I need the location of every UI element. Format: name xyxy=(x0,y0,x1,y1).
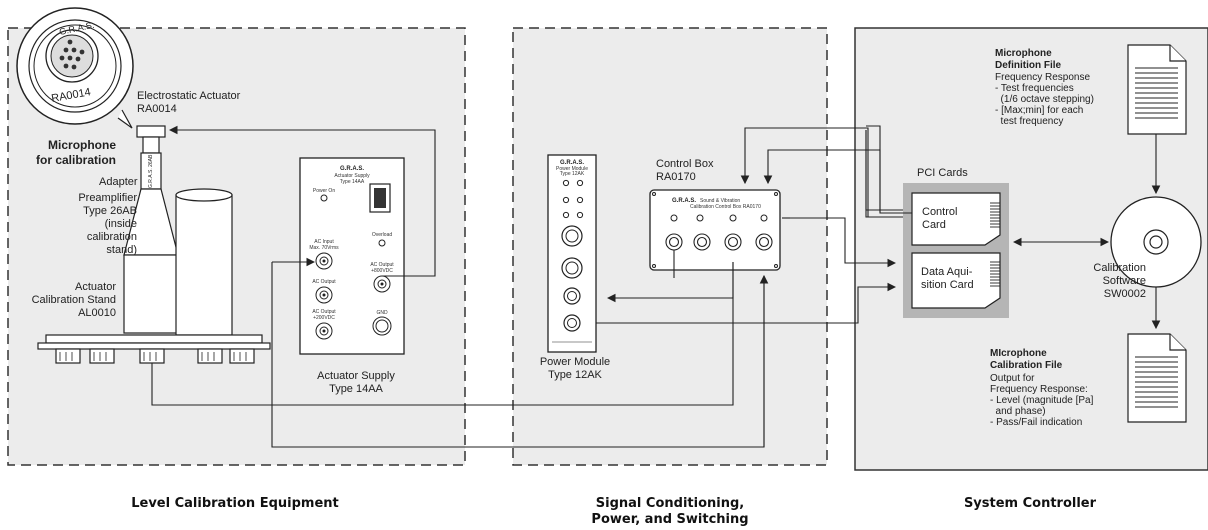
svg-text:Overload: Overload xyxy=(372,232,393,238)
calibration-software-label: Calibration Software SW0002 xyxy=(1093,262,1146,300)
calibration-stand-label: Actuator Calibration Stand AL0010 xyxy=(31,281,116,319)
svg-text:G.R.A.S.: G.R.A.S. xyxy=(672,198,696,204)
section-title-level: Level Calibration Equipment xyxy=(131,496,339,511)
mic-vertical-text: G.R.A.S. 26AB xyxy=(148,154,154,188)
svg-text:AC Output: AC Output xyxy=(312,279,336,285)
control-card-shape xyxy=(911,192,1001,246)
preamplifier-label: Preamplifier Type 26AB (inside calibrati… xyxy=(78,192,137,256)
control-card-label: Control Card xyxy=(922,206,958,231)
mic-definition-body: Frequency Response - Test frequencies (1… xyxy=(995,72,1094,127)
svg-text:Type 14AA: Type 14AA xyxy=(340,179,365,185)
microphone-label: Microphone for calibration xyxy=(36,138,117,167)
svg-text:+800VDC: +800VDC xyxy=(371,268,393,274)
supply-sub-text: Actuator Supply xyxy=(334,173,370,179)
actuator-supply-label: Actuator Supply Type 14AA xyxy=(317,370,395,395)
mic-calibration-title: MIcrophone Calibration File xyxy=(990,348,1063,371)
svg-text:+200VDC: +200VDC xyxy=(313,315,335,321)
svg-text:G.R.A.S.: G.R.A.S. xyxy=(560,160,584,166)
document-icon xyxy=(1127,333,1187,423)
microphone-icon: G.R.A.S. 26AB xyxy=(123,125,179,334)
control-box-label: Control Box RA0170 xyxy=(656,158,714,183)
actuator-supply-unit: G.R.A.S. Actuator Supply Type 14AA Power… xyxy=(299,157,405,355)
section-title-system: System Controller xyxy=(963,496,1097,511)
svg-text:AC Output: AC Output xyxy=(370,262,394,268)
svg-text:AC Input: AC Input xyxy=(314,239,334,245)
adapter-label: Adapter xyxy=(99,176,138,188)
svg-text:Sound & Vibration: Sound & Vibration xyxy=(700,198,740,204)
svg-text:Type 12AK: Type 12AK xyxy=(560,171,585,177)
supply-brand-text: G.R.A.S. xyxy=(340,166,364,172)
pci-cards-label: PCI Cards xyxy=(917,167,968,179)
svg-text:Calibration Control Box RA0170: Calibration Control Box RA0170 xyxy=(690,204,761,210)
mic-calibration-body: Output for Frequency Response: - Level (… xyxy=(990,373,1094,428)
calibration-stand-cylinder xyxy=(175,188,233,336)
calibration-stand-base xyxy=(37,334,271,364)
svg-text:Power Module: Power Module xyxy=(556,166,588,172)
section-title-signal: Signal Conditioning, Power, and Switchin… xyxy=(591,496,749,527)
daq-card-shape xyxy=(911,252,1001,309)
daq-card-label: Data Aqui- sition Card xyxy=(921,266,974,291)
svg-text:GND: GND xyxy=(376,310,388,316)
power-led-icon xyxy=(320,194,328,202)
document-icon xyxy=(1127,44,1187,135)
power-module-unit: G.R.A.S. Power Module Type 12AK xyxy=(547,154,597,353)
svg-text:Max. 70Vrms: Max. 70Vrms xyxy=(309,245,339,251)
svg-text:AC Output: AC Output xyxy=(312,309,336,315)
mic-definition-title: Microphone Definition File xyxy=(995,48,1062,71)
electrostatic-actuator-magnified: G.R.A.S. RA0014 xyxy=(16,7,134,129)
cd-disc-icon xyxy=(1110,196,1202,288)
control-box-unit: G.R.A.S. Sound & Vibration Calibration C… xyxy=(649,189,781,271)
pci-card-icon xyxy=(903,183,1009,318)
power-module-label: Power Module Type 12AK xyxy=(539,356,611,381)
svg-text:Power On: Power On xyxy=(313,188,335,194)
actuator-name-label: Electrostatic Actuator RA0014 xyxy=(137,90,241,115)
